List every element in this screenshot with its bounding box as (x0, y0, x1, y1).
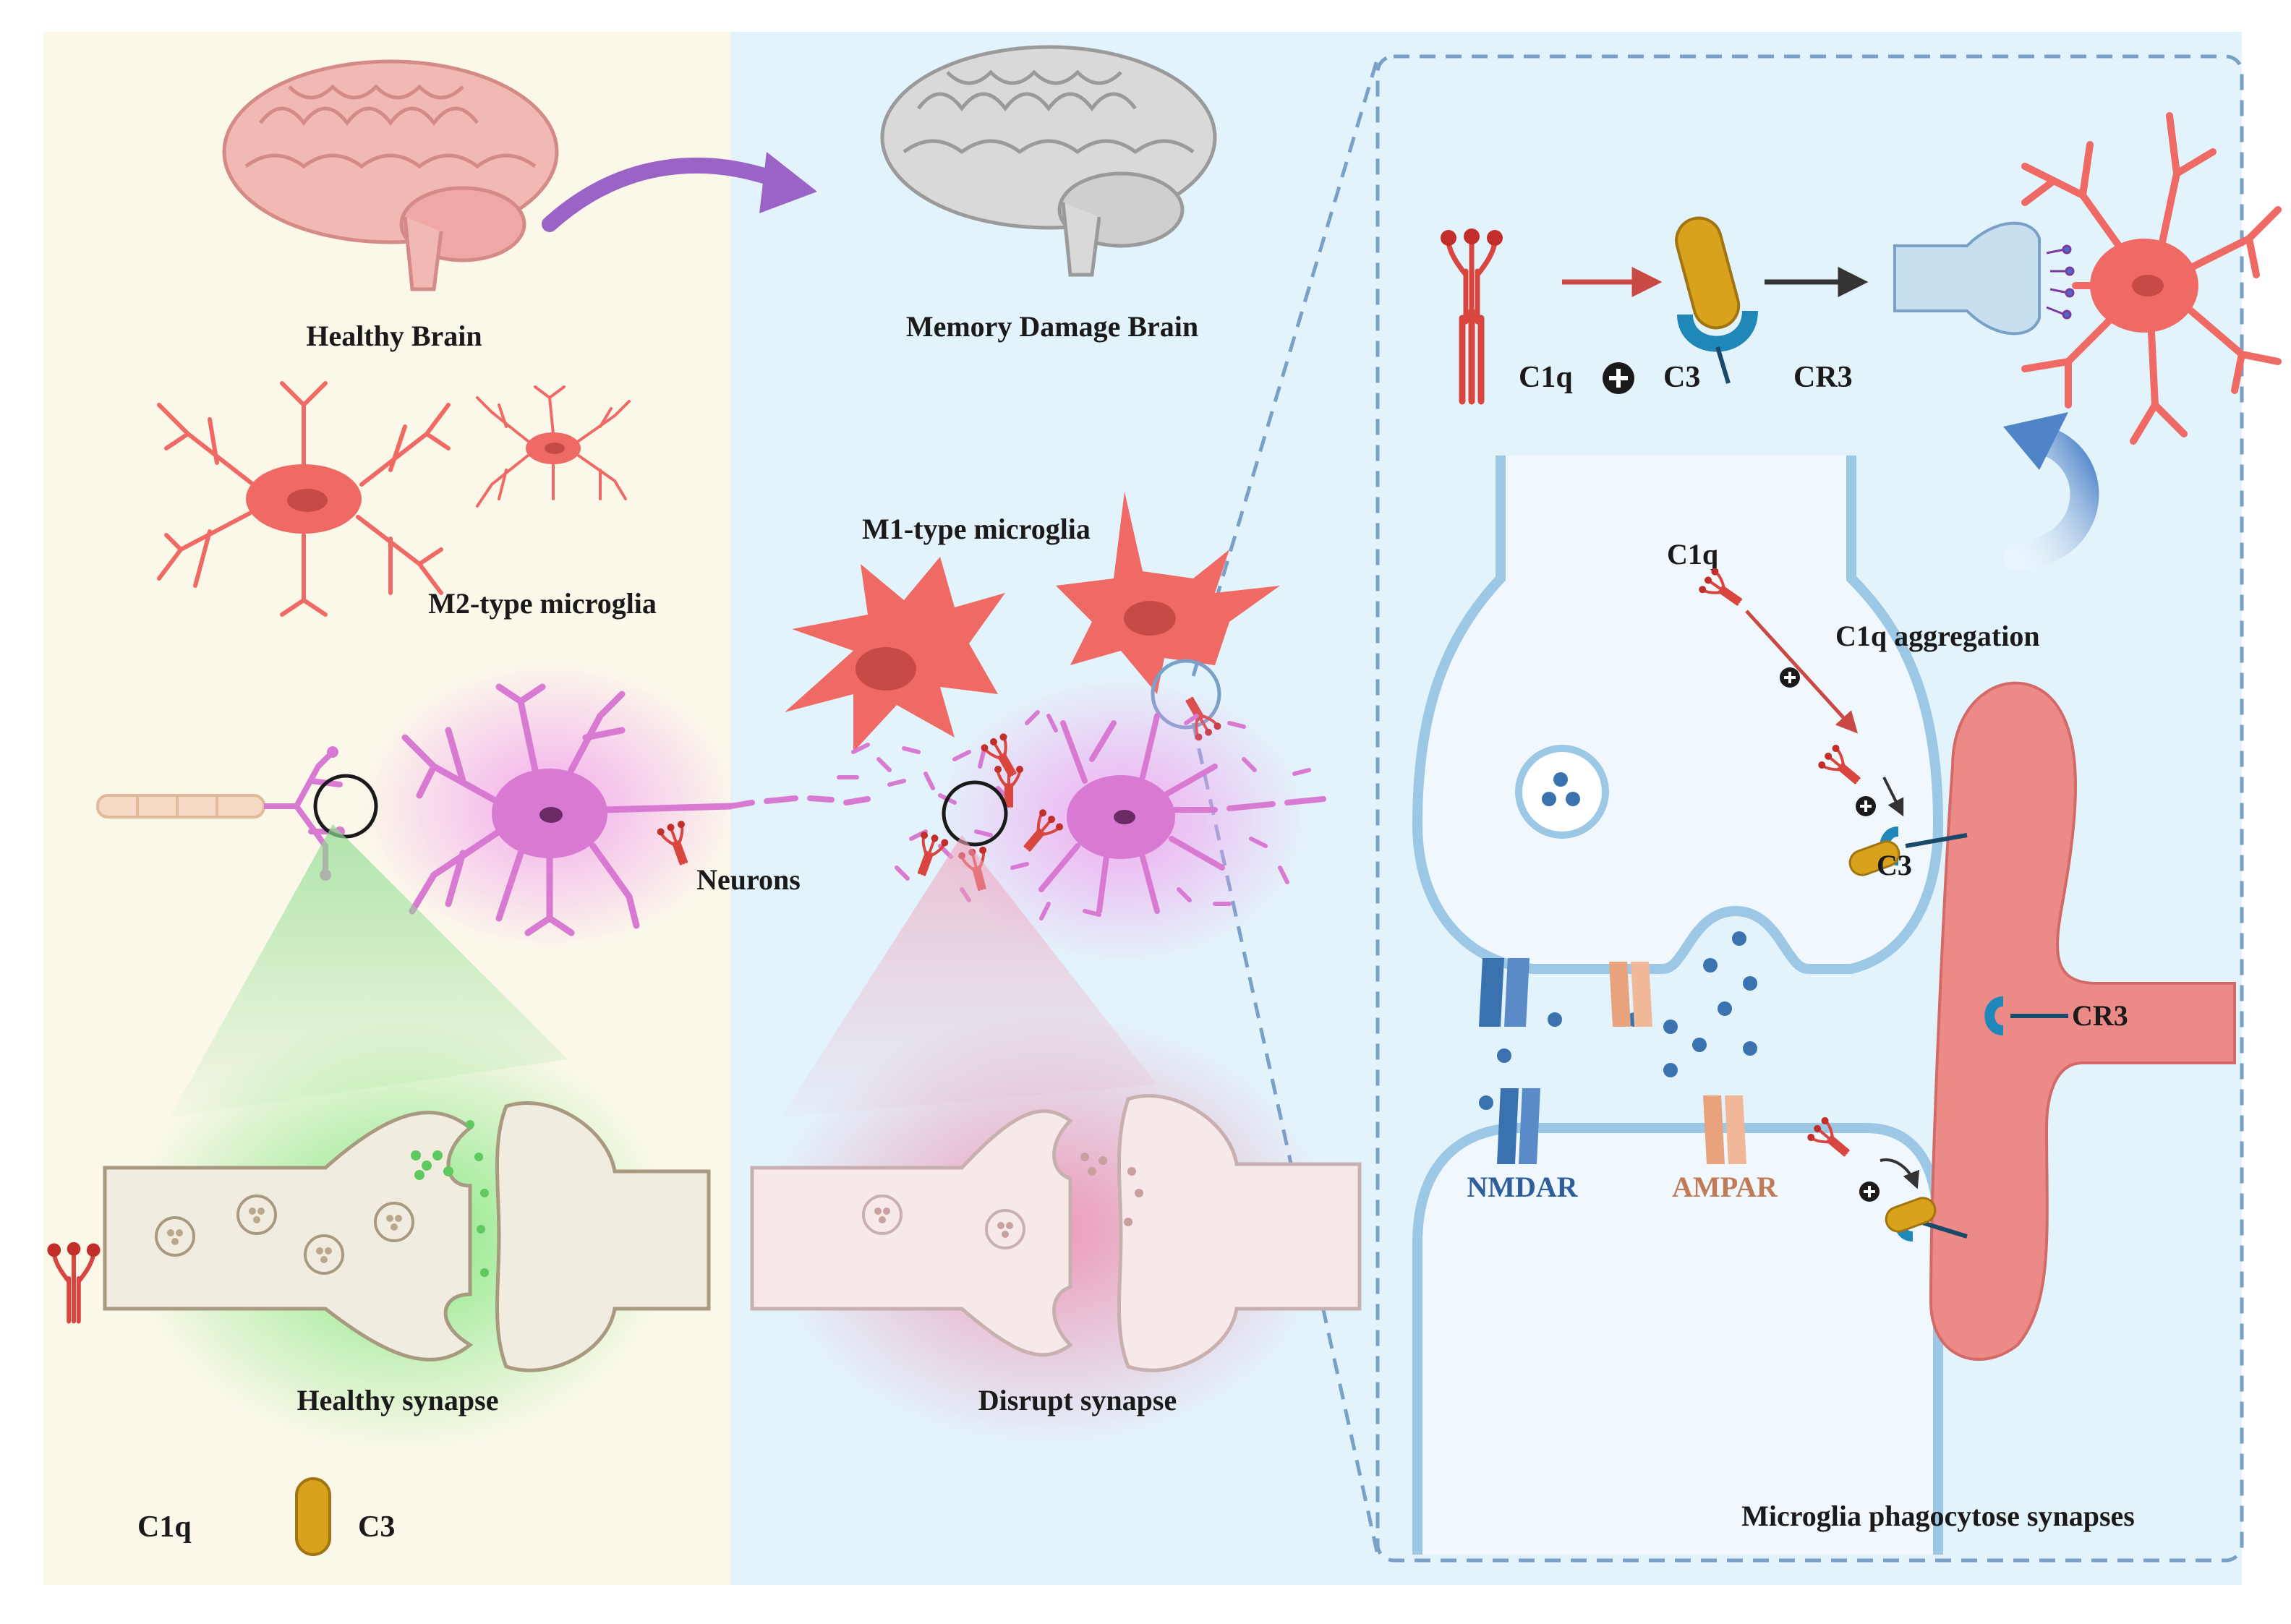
healthy-synapse-circle (313, 774, 378, 839)
tagged-c1q-markers (2046, 244, 2075, 320)
vesicle-contents (1542, 772, 1580, 806)
c3-label: C3 (1877, 849, 1912, 881)
detail-box (1375, 54, 2244, 1563)
plus-sign (1609, 369, 1628, 388)
legend-c3-icon (295, 1477, 331, 1556)
c3-postsynaptic (1885, 1197, 1937, 1233)
engulfed-terminal (1893, 221, 2041, 336)
healthy-synapse (103, 1101, 711, 1372)
disrupted-synapse-label: Disrupt synapse (978, 1384, 1177, 1416)
healthy-synapse-label: Healthy synapse (297, 1384, 499, 1416)
nmdar-postsynaptic (1497, 1088, 1540, 1164)
disrupted-synapse-circle (942, 780, 1008, 847)
arrow-to-c3-pre (1882, 777, 1904, 817)
presynaptic-terminal (1412, 456, 1944, 974)
m1-nucleus-2 (1124, 601, 1176, 636)
postsynaptic-terminal (1412, 1123, 1943, 1555)
progression-arrow (542, 158, 796, 232)
top-c1q-label: C1q (1519, 361, 1573, 394)
m2-microglia-small (476, 385, 631, 508)
healthy-brain-label: Healthy Brain (306, 320, 482, 352)
healthy-axon (96, 746, 345, 881)
progression-arrow-head (759, 152, 817, 213)
disrupted-neuron (728, 713, 1326, 914)
m1-microglia-label: M1-type microglia (862, 513, 1091, 545)
ampar-label: AMPAR (1672, 1171, 1778, 1203)
synaptic-vesicle (1515, 745, 1609, 839)
phagocytic-microglia (2021, 112, 2282, 445)
phagocytose-label: Microglia phagocytose synapses (1741, 1500, 2135, 1532)
legend-c1q-label: C1q (137, 1510, 192, 1544)
c1q-label: C1q (1667, 538, 1718, 570)
cr3-receptor-2 (1984, 996, 2068, 1035)
m1-nucleus-1 (856, 647, 916, 691)
nmdar-presynaptic (1479, 958, 1530, 1027)
healthy-brain-icon (222, 59, 559, 291)
ampar-postsynaptic (1703, 1095, 1746, 1164)
healthy-neuron (401, 683, 734, 936)
disrupted-synapse (750, 1094, 1362, 1372)
nmdar-label: NMDAR (1467, 1171, 1578, 1203)
m2-microglia-large (157, 381, 451, 617)
m1-microglia-2 (1056, 492, 1280, 694)
top-cr3-label: CR3 (1793, 361, 1853, 394)
ampar-presynaptic (1609, 962, 1652, 1027)
arrow-c1q-aggregation (1745, 610, 1859, 734)
legend-c3-label: C3 (358, 1510, 395, 1544)
curved-arrow (2003, 427, 2099, 571)
cr3-label: CR3 (2072, 999, 2128, 1032)
neurons-label: Neurons (696, 863, 801, 896)
top-c3-label: C3 (1663, 361, 1700, 394)
c3-presynaptic (1848, 840, 1900, 876)
damaged-brain-label: Memory Damage Brain (906, 310, 1198, 343)
arrow-to-c3-post (1880, 1158, 1920, 1189)
top-c3-cr3-icon (1675, 216, 1758, 384)
top-c1q-stem (1459, 307, 1485, 405)
c1q-aggregation-label: C1q aggregation (1835, 620, 2040, 652)
microglia-process (1929, 681, 2236, 1361)
m2-microglia-label: M2-type microglia (428, 587, 657, 620)
zoom-line-top (1191, 57, 1380, 677)
damaged-brain-icon (880, 45, 1217, 277)
curved-arrow-head (2003, 412, 2068, 470)
